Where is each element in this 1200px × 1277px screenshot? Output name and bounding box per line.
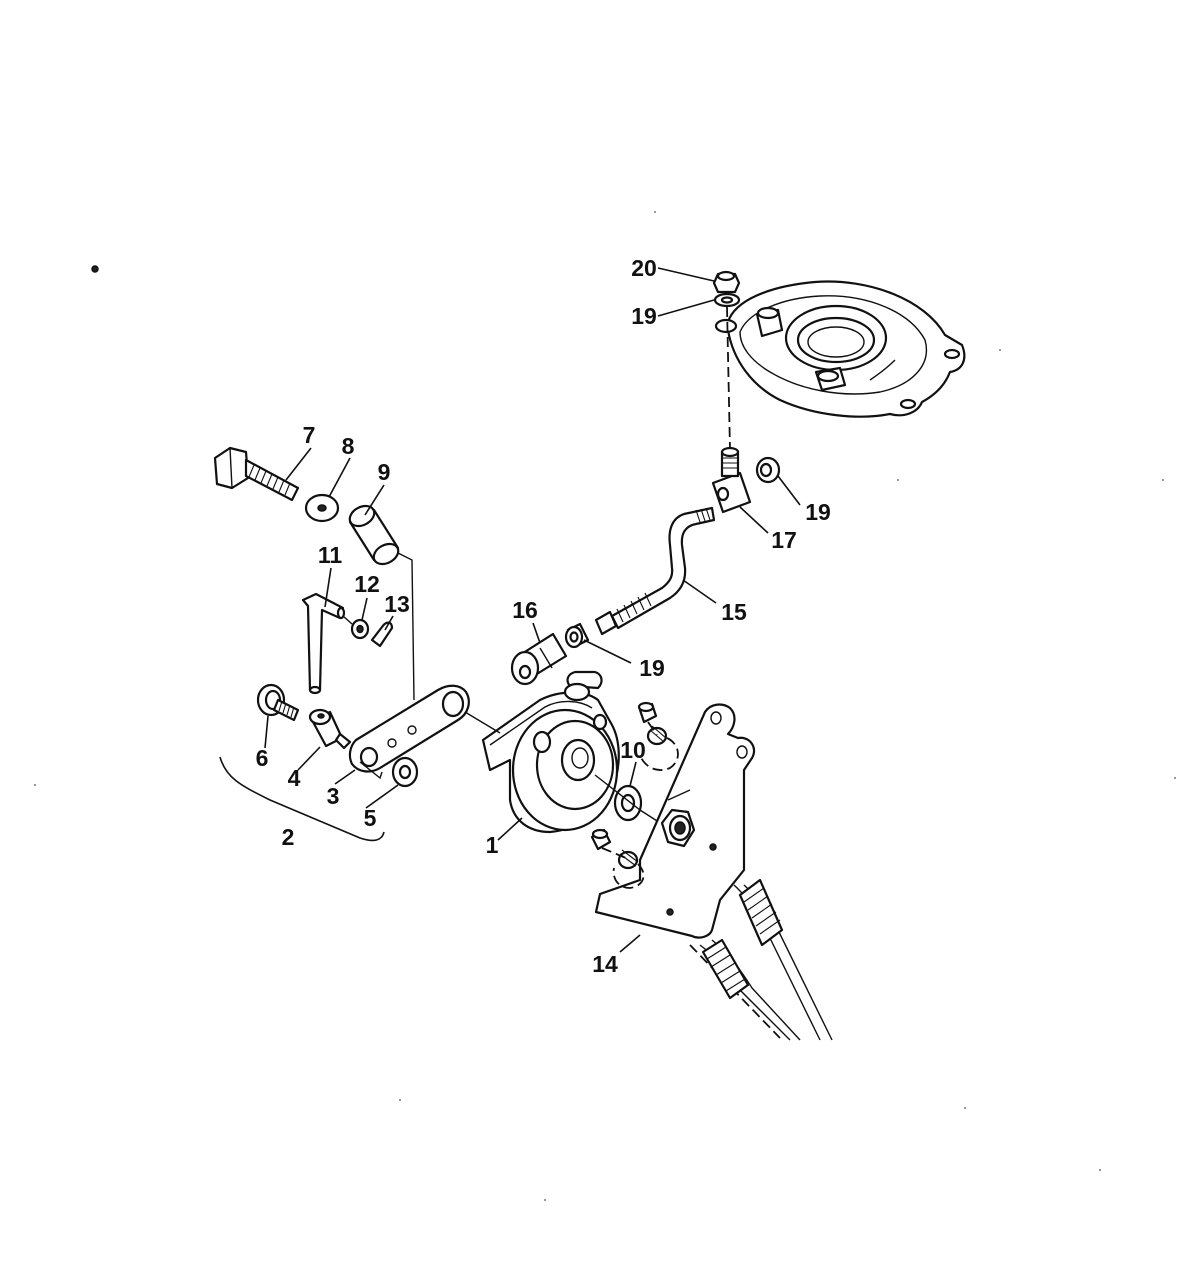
bracket-screw-lower [590,828,645,889]
callout-19-upper: 19 [805,499,831,525]
part-3-lever [348,684,470,780]
bracket-nut [660,808,696,848]
part-4-connector [308,708,352,750]
leader-lines [264,267,801,953]
part-18-washer [713,292,741,308]
callout-15: 15 [721,599,747,625]
callout-8: 8 [342,433,355,459]
callout-16: 16 [512,597,538,623]
part-1-throttle-cam [481,670,620,834]
callout-4: 4 [288,765,301,791]
part-13-cotter-pin [370,621,394,648]
throttle-cables [689,878,833,1041]
callout-20: 20 [631,255,657,281]
part-7-bolt [213,446,300,502]
callout-9: 9 [378,459,391,485]
callout-14: 14 [592,951,618,977]
callout-17: 17 [771,527,797,553]
bracket-screw-upper [637,701,679,771]
callout-labels: 20 19 19 17 15 19 16 7 8 9 11 12 13 10 1… [256,255,831,977]
callout-7: 7 [303,422,316,448]
callout-5: 5 [364,805,377,831]
trigger-plate [714,280,966,418]
part-9-spacer [348,504,400,566]
cable-spring-lower [701,938,750,1000]
part-11-pin [301,592,346,695]
callout-3: 3 [327,783,340,809]
pin-washer-line [342,615,353,625]
callout-19-lower: 19 [639,655,665,681]
part-19-nut-upper [755,456,781,484]
callout-6: 6 [256,745,269,771]
callout-18: 19 [631,303,657,329]
part-19-nut-lower [564,622,590,649]
callout-1: 1 [486,832,499,858]
part-16-rod-end [510,632,568,686]
part-10-washer [613,784,643,822]
callout-10: 10 [620,737,646,763]
part-5-washer [391,756,419,788]
callout-12: 12 [354,571,380,597]
part-12-washer [350,618,370,640]
spacer-lever-line [397,552,415,701]
part-15-tube [594,506,716,636]
callout-11: 11 [318,542,343,568]
part-8-washer [304,493,340,523]
callout-2: 2 [282,824,295,850]
assembly-line-17-18 [726,306,731,451]
lever-cam-line [464,711,501,734]
print-specks [34,211,1176,1201]
part-20-nut [712,270,741,294]
cable-spring-upper [738,878,784,947]
part-17-connector [711,446,752,514]
assembly-bracket-2 [219,756,385,842]
print-speck [91,265,99,273]
callout-13: 13 [384,591,410,617]
part-6-screw [256,683,300,722]
